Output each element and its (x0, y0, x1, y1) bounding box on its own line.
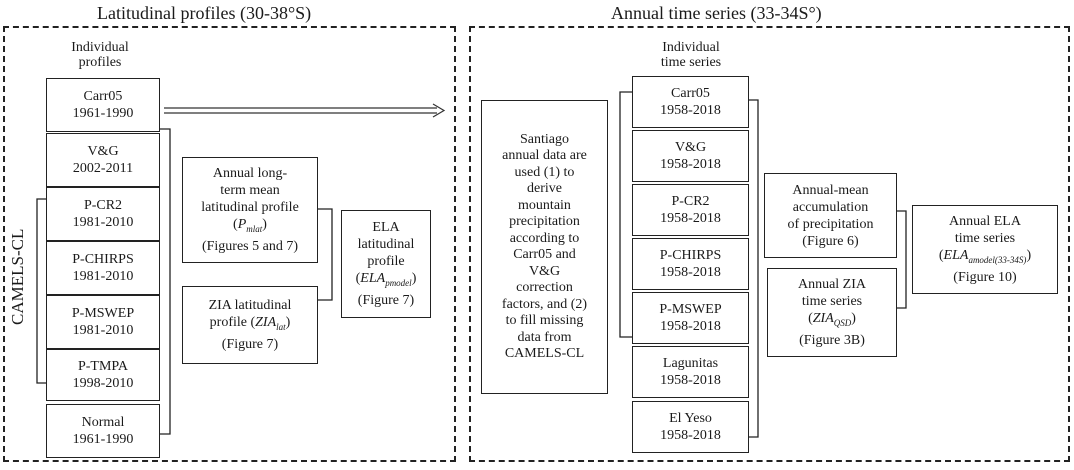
left-panel (3, 26, 456, 462)
ela-latitudinal-profile-box: ELA latitudinal profile (ELApmodel) (Fig… (341, 210, 431, 318)
zia-latitudinal-profile-box: ZIA latitudinal profile (ZIAlat) (Figure… (182, 286, 318, 364)
mean-latitudinal-profile-box: Annual long- term mean latitudinal profi… (182, 157, 318, 263)
left-panel-title: Latitudinal profiles (30-38°S) (97, 3, 312, 23)
santiago-data-box: Santiago annual data are used (1) to der… (481, 100, 608, 394)
camels-cl-label: CAMELS-CL (8, 228, 27, 325)
annual-ela-time-series-box: Annual ELA time series (ELAamodel(33-34S… (912, 205, 1058, 294)
right-panel (469, 26, 1070, 462)
right-panel-title: Annual time series (33-34S°) (611, 3, 822, 23)
individual-time-series-caption: Individual time series (660, 40, 722, 70)
annual-mean-accumulation-box: Annual-mean accumulation of precipitatio… (764, 173, 897, 258)
individual-profiles-caption: Individual profiles (71, 40, 129, 70)
annual-zia-time-series-box: Annual ZIA time series (ZIAQSD) (Figure … (767, 268, 897, 357)
